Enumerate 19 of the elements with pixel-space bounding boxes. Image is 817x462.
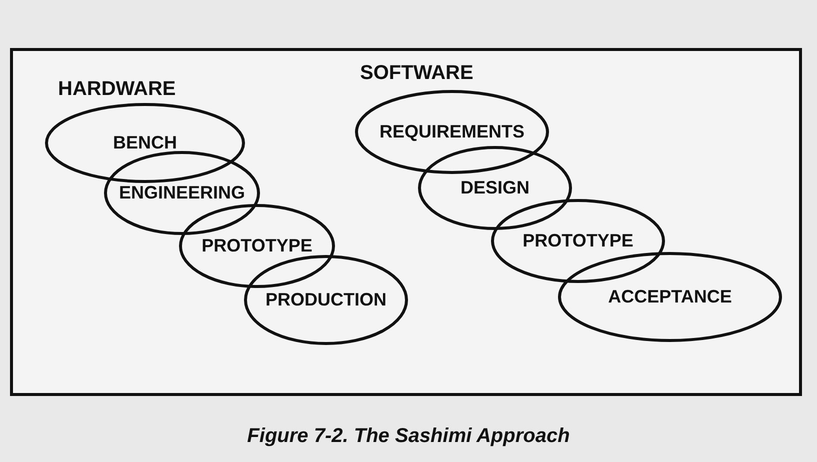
ellipse-node <box>491 199 665 283</box>
ellipse-node <box>418 146 572 230</box>
ellipse-node <box>558 252 782 342</box>
ellipse-node <box>45 103 245 183</box>
group-heading: SOFTWARE <box>360 62 474 85</box>
figure-caption: Figure 7-2. The Sashimi Approach <box>247 425 570 447</box>
ellipse-node <box>104 151 260 235</box>
node-label: PRODUCTION <box>266 290 386 310</box>
node-label: DESIGN <box>460 178 530 198</box>
ellipse-node <box>355 90 549 174</box>
node-label: PROTOTYPE <box>202 236 312 256</box>
node-label: ENGINEERING <box>118 182 246 204</box>
ellipse-node <box>179 204 335 288</box>
ellipse-node <box>244 255 408 345</box>
node-label: PROTOTYPE <box>522 230 634 252</box>
node-label: BENCH <box>112 132 177 154</box>
node-label: ACCEPTANCE <box>608 286 732 308</box>
node-label: REQUIREMENTS <box>379 122 524 142</box>
group-heading: HARDWARE <box>58 78 176 101</box>
